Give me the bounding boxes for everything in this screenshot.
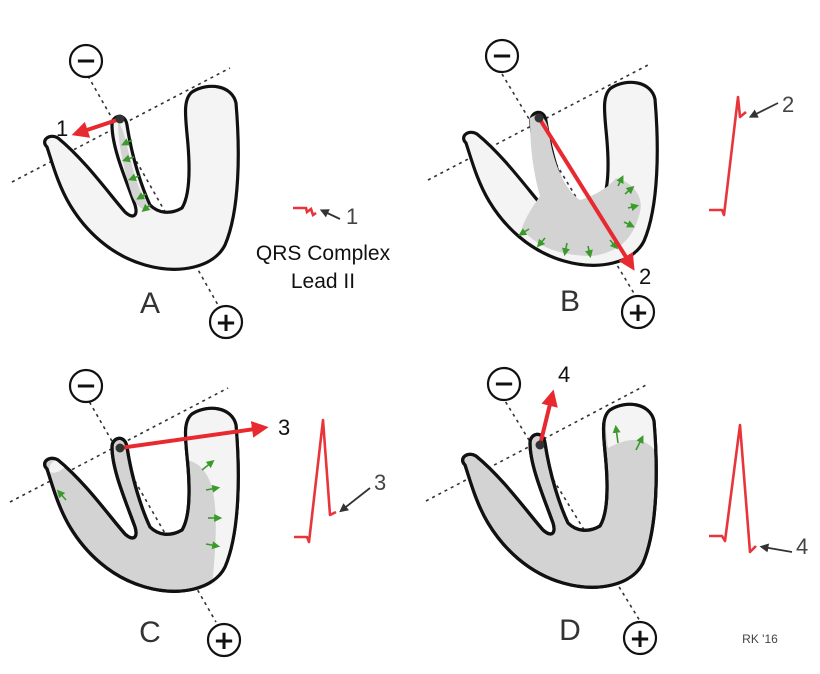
vector-arrow	[71, 117, 121, 138]
spread-arrows	[518, 175, 640, 259]
panel-b: 2 − + B	[427, 38, 659, 330]
positive-electrode: +	[208, 304, 244, 340]
svg-text:+: +	[213, 626, 235, 656]
svg-text:−: −	[493, 369, 515, 399]
origin-dot	[534, 113, 544, 123]
trace-pointer-arrow-d	[759, 543, 793, 553]
trace-pointer-arrow-b	[748, 102, 779, 118]
qrs-trace-b	[709, 95, 747, 217]
lead-axis-line	[11, 67, 231, 183]
lead-axis-line	[9, 387, 229, 503]
vector-arrow	[537, 116, 635, 271]
legend-title: QRS Complex	[256, 242, 391, 265]
vector-label: 2	[639, 264, 651, 289]
panel-letter: C	[139, 616, 161, 649]
positive-electrode: +	[620, 294, 656, 330]
panel-letter: B	[560, 285, 580, 318]
negative-electrode: −	[68, 43, 104, 79]
trace-label-c: 3	[374, 470, 386, 495]
spread-arrows	[56, 460, 223, 550]
vector-label: 4	[558, 362, 570, 387]
positive-electrode: +	[622, 620, 658, 656]
panel-d: 4 − + D	[425, 362, 658, 656]
svg-text:−: −	[75, 46, 97, 76]
vector-label: 1	[56, 116, 68, 141]
negative-electrode: −	[486, 366, 522, 402]
resting-region	[185, 408, 239, 586]
heart-outline	[43, 84, 240, 271]
svg-text:+: +	[627, 298, 649, 328]
origin-dot	[115, 443, 125, 453]
qrs-trace-c	[294, 418, 337, 544]
qrs-trace-d	[709, 423, 757, 554]
origin-dot	[535, 440, 545, 450]
trace-label-d: 4	[796, 534, 808, 559]
trace-label-b: 2	[782, 92, 794, 117]
panel-c: 3 − + C	[9, 368, 290, 658]
vector-arrow	[538, 389, 558, 446]
trace-pointer-arrow-c	[339, 487, 371, 513]
legend-number: 1	[346, 204, 358, 229]
svg-text:−: −	[75, 371, 97, 401]
negative-electrode: −	[484, 38, 520, 74]
svg-text:+: +	[215, 308, 237, 338]
depolarized-region	[522, 115, 641, 256]
legend-pointer-arrow	[319, 209, 341, 220]
negative-electrode: −	[68, 368, 104, 404]
legend-qrs-trace	[293, 206, 317, 218]
author-credit: RK '16	[742, 632, 778, 646]
svg-text:+: +	[629, 624, 651, 654]
panel-letter: D	[559, 614, 581, 647]
spread-arrows	[121, 138, 151, 213]
legend: 1 QRS Complex Lead II	[256, 204, 391, 293]
panel-letter: A	[140, 287, 160, 320]
svg-text:−: −	[491, 41, 513, 71]
origin-dot	[115, 114, 125, 124]
positive-electrode: +	[206, 622, 242, 658]
legend-subtitle: Lead II	[291, 270, 355, 293]
panel-a: 1 − + A	[11, 43, 244, 340]
vector-label: 3	[278, 415, 290, 440]
vector-arrow	[119, 421, 269, 450]
spread-arrows	[612, 424, 644, 451]
